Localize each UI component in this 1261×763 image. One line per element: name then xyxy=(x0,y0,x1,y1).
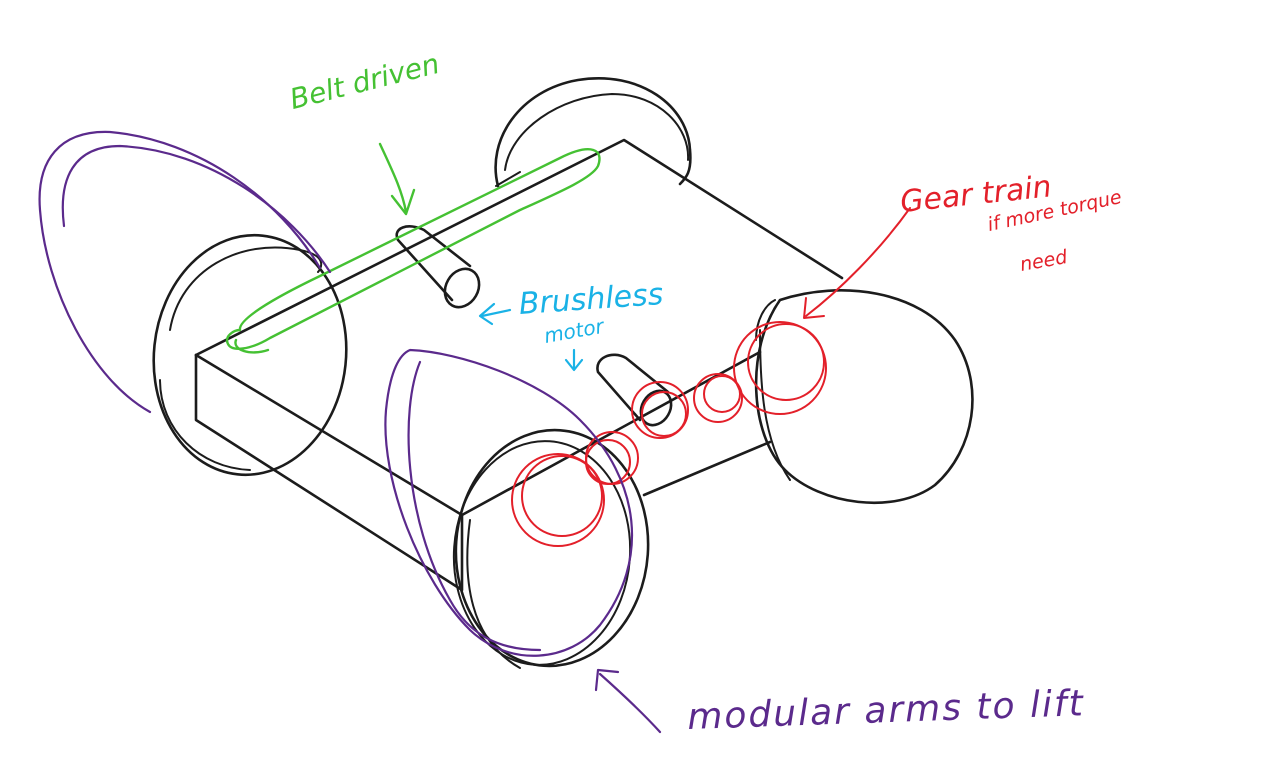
gear-train xyxy=(512,322,826,546)
arrow-up-left-icon xyxy=(596,670,660,732)
chassis-front-edge xyxy=(196,355,462,515)
wheel-back-right xyxy=(496,78,691,186)
lift-arm-right xyxy=(385,350,632,656)
chassis-right-side xyxy=(644,442,770,495)
chassis-left-side xyxy=(196,355,462,590)
arrow-left-icon xyxy=(480,304,510,324)
arrow-down-icon xyxy=(380,144,414,214)
wheel-front-left xyxy=(446,424,656,673)
arrow-down-icon xyxy=(566,350,582,370)
motor-rear xyxy=(397,226,486,313)
